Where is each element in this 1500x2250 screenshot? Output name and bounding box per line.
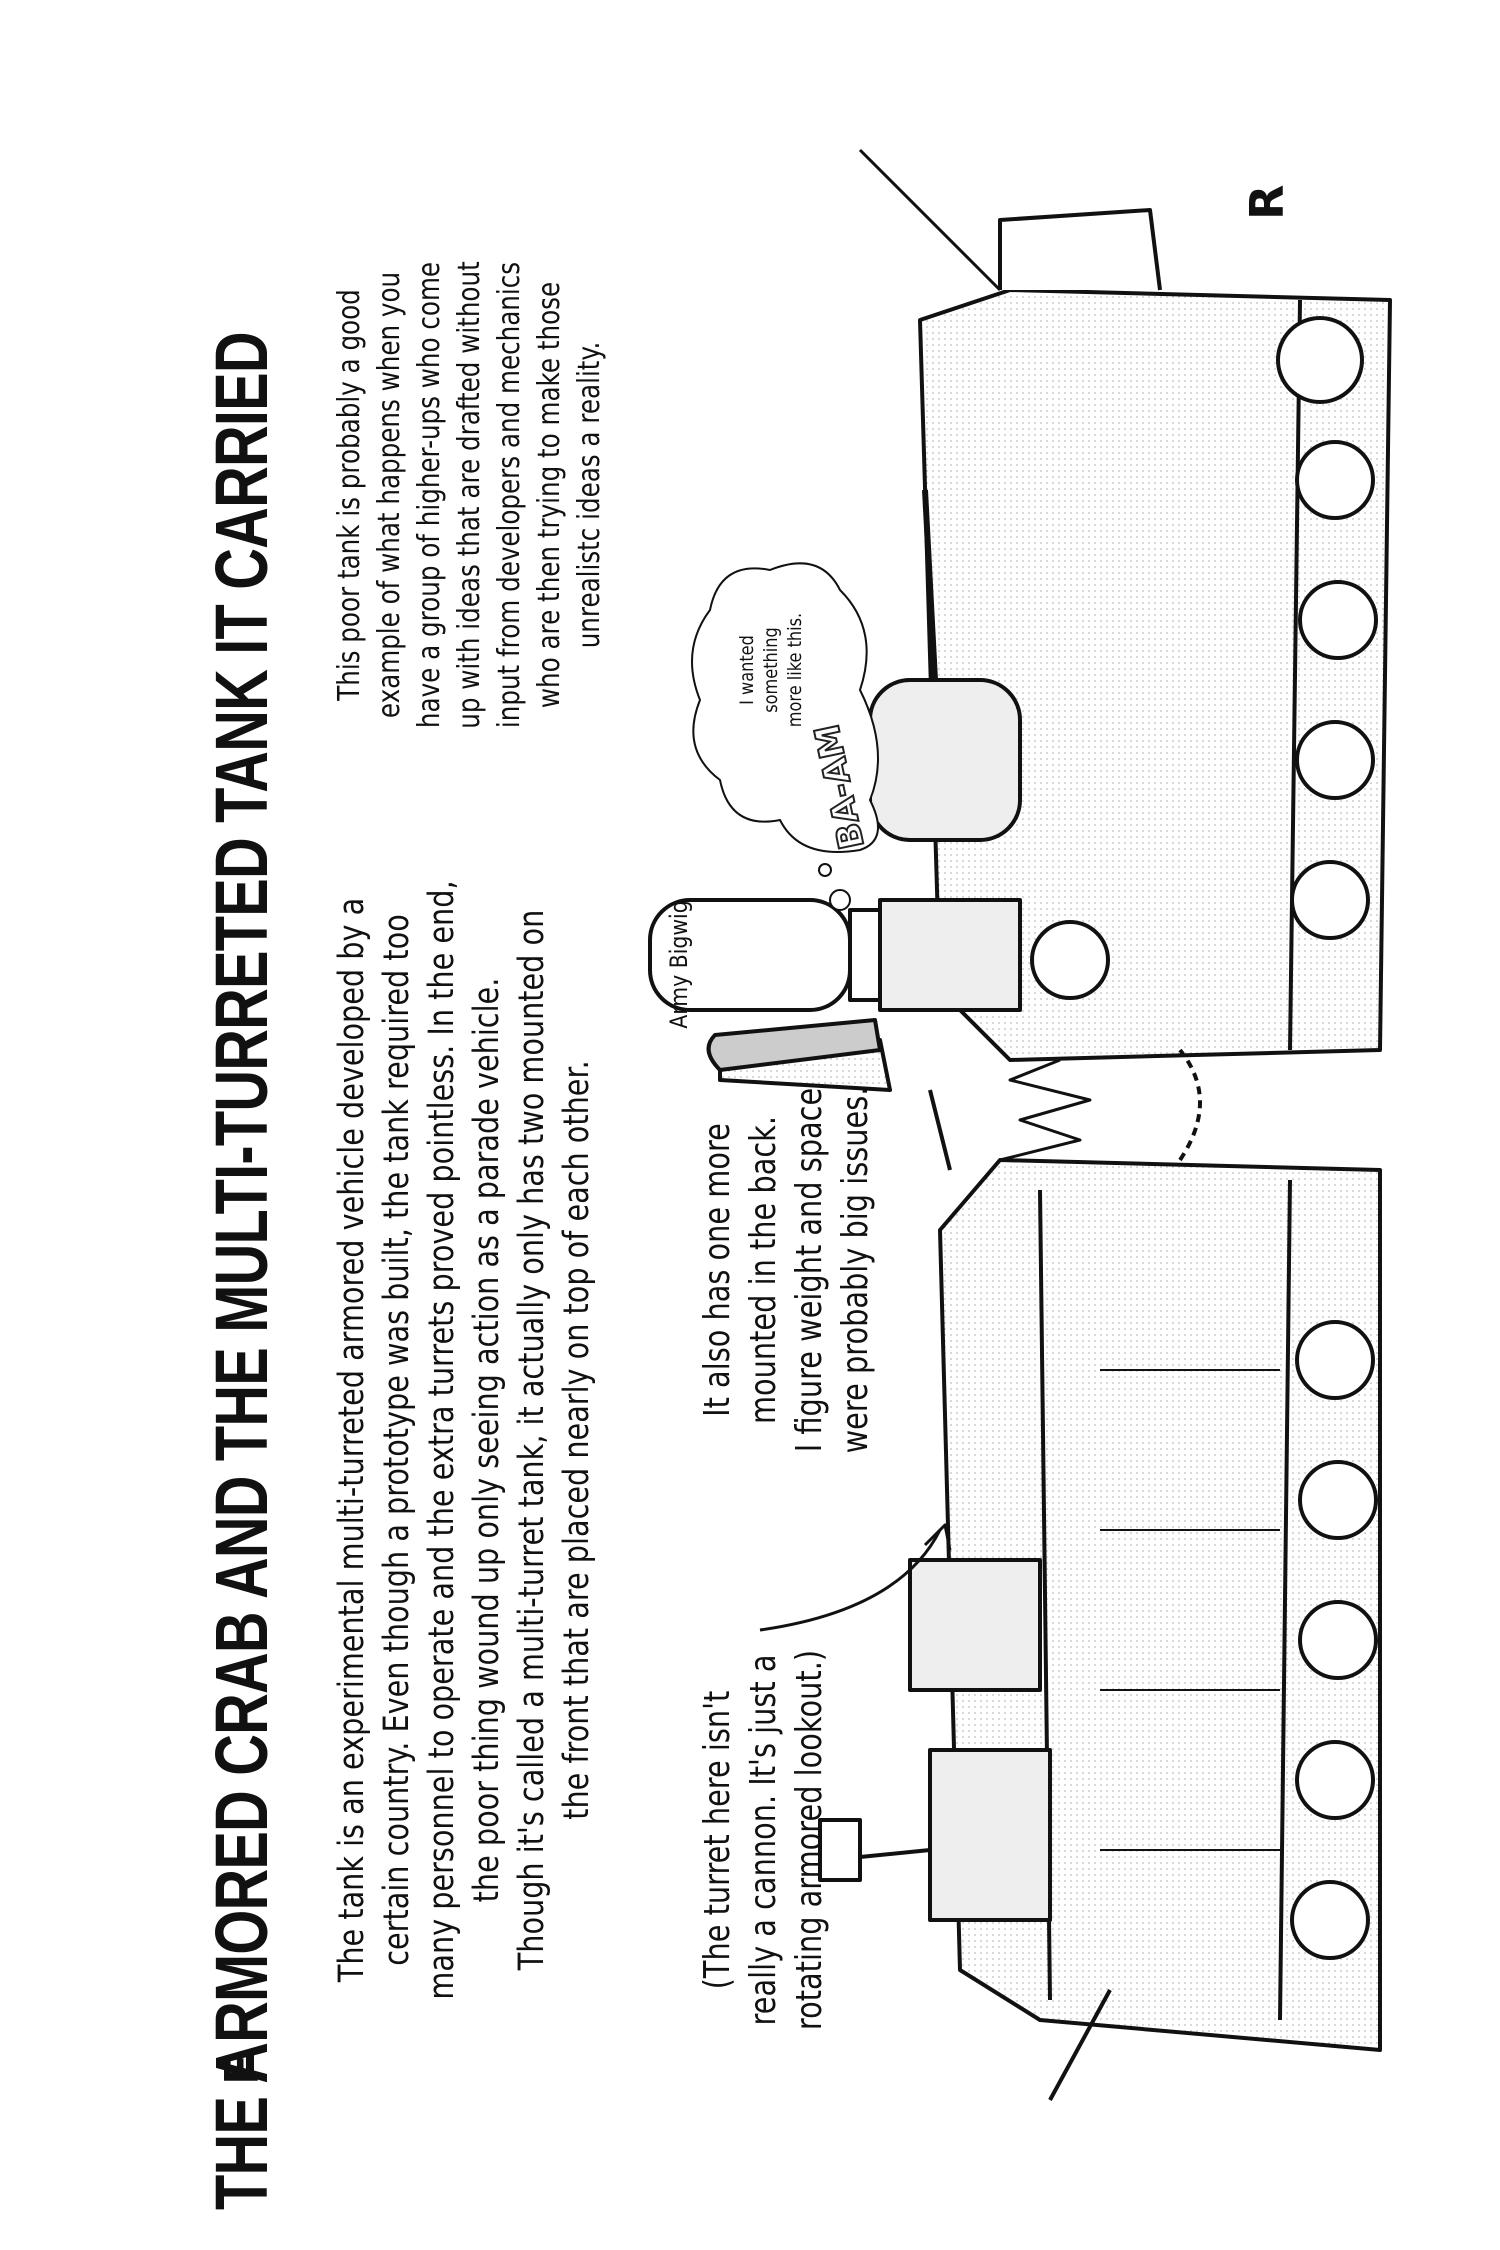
text-line: I figure weight and space xyxy=(789,1087,830,1453)
rear-view-label: R xyxy=(1240,184,1294,220)
rear-turret-note: It also has one more mounted in the back… xyxy=(695,1038,879,1502)
text-line: It also has one more xyxy=(697,1123,738,1417)
text-line: really a cannon. It's just a xyxy=(743,1654,784,2026)
arrow-icon xyxy=(759,1523,952,1632)
character-label: Army Bigwig xyxy=(665,900,693,1029)
text-line: mounted in the back. xyxy=(743,1115,784,1425)
army-bigwig-figure xyxy=(706,1018,892,1092)
text-line: rotating armored lookout.) xyxy=(789,1649,830,2031)
front-tank-drawing xyxy=(818,1089,1382,2101)
text-line: something xyxy=(760,627,782,713)
thought-bubble-text: I wanted something more like this. xyxy=(735,602,807,738)
text-line: I wanted xyxy=(736,635,758,705)
turret-note: (The turret here isn't really a cannon. … xyxy=(695,1616,833,2064)
front-view-label: F xyxy=(215,2053,269,2085)
tow-chain xyxy=(1178,1048,1202,1162)
text-line: (The turret here isn't xyxy=(697,1690,738,1990)
text-line: more like this. xyxy=(784,612,806,728)
text-line: were probably big issues. xyxy=(835,1086,876,1454)
rear-tank-drawing xyxy=(648,148,1392,1062)
thought-bubble xyxy=(691,562,879,911)
